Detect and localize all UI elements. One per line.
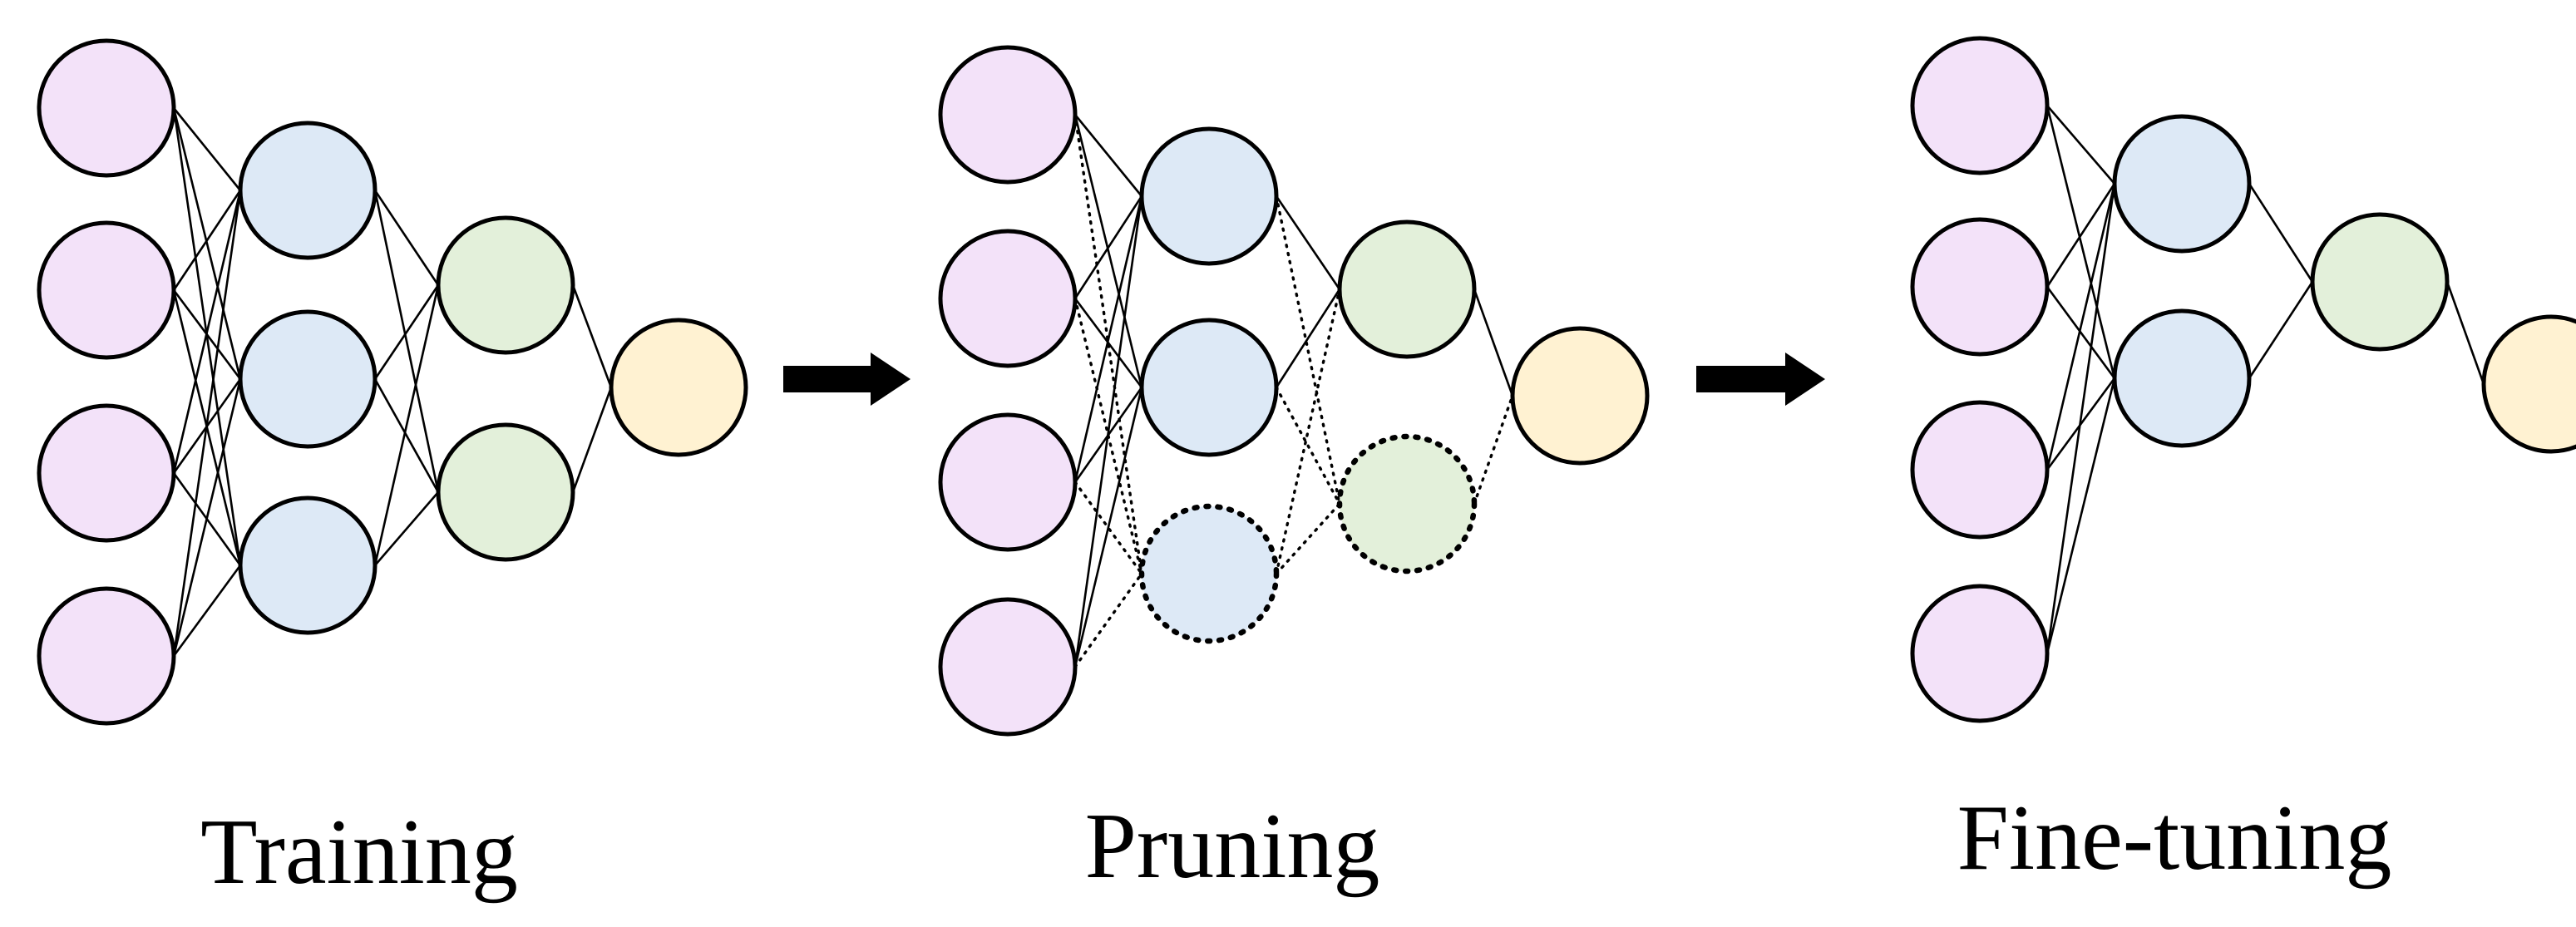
- edge-fine-tuning: [2046, 377, 2116, 654]
- edge-fine-tuning: [2445, 281, 2485, 385]
- pruning-input-neuron: [938, 412, 1078, 552]
- pruned-edge-pruning: [1073, 572, 1143, 668]
- pruning-hidden1-neuron: [1139, 126, 1279, 266]
- training-hidden1-neuron: [238, 121, 378, 260]
- pruning-hidden2-neuron: [1337, 219, 1477, 359]
- training-input-neuron: [37, 586, 176, 726]
- fine-tuning-input-neuron: [1910, 584, 2050, 723]
- training-input-neuron: [37, 38, 176, 178]
- edge-fine-tuning: [2046, 286, 2116, 379]
- edge-fine-tuning: [2046, 105, 2115, 185]
- edge-pruning: [1073, 195, 1143, 483]
- fine-tuning-hidden1-neuron: [2112, 308, 2252, 448]
- stage-label-pruning: Pruning: [1085, 795, 1380, 898]
- stage-label-fine-tuning: Fine-tuning: [1957, 786, 2392, 890]
- edge-fine-tuning: [2046, 183, 2116, 654]
- fine-tuning-input-neuron: [1910, 36, 2050, 175]
- edge-pruning: [1073, 114, 1143, 388]
- edge-training: [172, 378, 242, 657]
- edge-pruning: [1073, 387, 1143, 668]
- edge-training: [571, 387, 613, 493]
- pruning-output-neuron: [1510, 326, 1650, 466]
- right-arrow-icon: [1696, 353, 1825, 406]
- edge-fine-tuning: [2248, 183, 2314, 283]
- pruned-edge-pruning: [1275, 386, 1341, 505]
- edge-training: [373, 284, 440, 566]
- edge-training: [172, 190, 242, 657]
- edge-fine-tuning: [2046, 183, 2116, 471]
- edge-pruning: [1073, 114, 1143, 197]
- training-hidden2-neuron: [436, 215, 575, 355]
- pruning-input-neuron: [938, 229, 1078, 368]
- training-output-neuron: [609, 318, 748, 457]
- edge-training: [172, 107, 242, 191]
- training-hidden1-neuron: [238, 309, 378, 449]
- pruning-hidden1-neuron-pruned: [1138, 503, 1280, 644]
- training-input-neuron: [37, 403, 176, 543]
- edge-training: [373, 190, 440, 286]
- right-arrow-icon: [783, 353, 910, 406]
- edge-training: [172, 107, 242, 566]
- edge-pruning: [1275, 195, 1341, 290]
- edge-pruning: [1073, 195, 1143, 299]
- edge-training: [172, 107, 242, 380]
- stage-label-training: Training: [200, 801, 518, 904]
- pruned-edge-pruning: [1473, 394, 1514, 505]
- edge-training: [172, 565, 242, 657]
- training-hidden1-neuron: [238, 496, 378, 635]
- training-hidden2-neuron: [436, 422, 575, 562]
- pruning-input-neuron: [938, 45, 1078, 185]
- edge-pruning: [1473, 288, 1514, 397]
- edge-training: [172, 190, 242, 291]
- arrows-layer: [783, 353, 1825, 406]
- nodes-layer: [37, 36, 2576, 737]
- pruned-edge-pruning: [1275, 195, 1341, 505]
- pruned-edge-pruning: [1073, 481, 1143, 575]
- training-input-neuron: [37, 220, 176, 360]
- pruned-edge-pruning: [1275, 502, 1341, 575]
- fine-tuning-input-neuron: [1910, 400, 2050, 540]
- edge-training: [373, 190, 440, 493]
- fine-tuning-output-neuron: [2481, 314, 2576, 454]
- edge-fine-tuning: [2248, 281, 2314, 379]
- edge-pruning: [1073, 195, 1143, 668]
- pruning-hidden2-neuron-pruned: [1336, 433, 1478, 574]
- pruning-input-neuron: [938, 597, 1078, 737]
- edge-training: [373, 284, 440, 380]
- edge-training: [172, 190, 242, 474]
- edge-training: [374, 491, 439, 566]
- edge-fine-tuning: [2046, 105, 2116, 379]
- edge-training: [373, 378, 440, 493]
- fine-tuning-hidden1-neuron: [2112, 114, 2252, 254]
- pruned-edge-pruning: [1275, 288, 1341, 575]
- edge-training: [571, 284, 613, 388]
- edges-layer: [172, 105, 2485, 668]
- fine-tuning-input-neuron: [1910, 217, 2050, 357]
- pruning-hidden1-neuron: [1139, 318, 1279, 457]
- fine-tuning-hidden2-neuron: [2310, 212, 2450, 352]
- edge-fine-tuning: [2046, 183, 2116, 288]
- edge-pruning: [1275, 288, 1341, 388]
